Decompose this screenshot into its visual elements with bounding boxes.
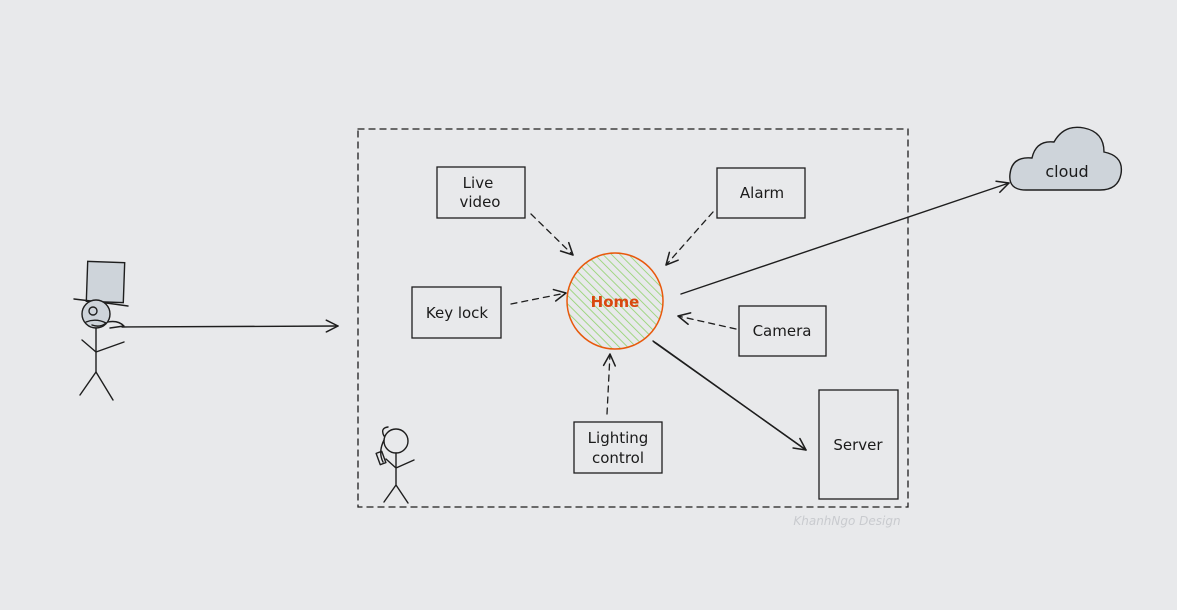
mustache-icon — [85, 319, 107, 327]
home-label: Home — [591, 293, 640, 311]
node-cloud[interactable]: cloud — [1009, 126, 1123, 191]
man-with-top-hat-figure — [73, 260, 129, 401]
top-hat-icon — [85, 260, 126, 304]
arrow-man-to-home — [121, 319, 339, 333]
camera-label: Camera — [753, 322, 812, 340]
arrow-lighting-to-home — [602, 353, 617, 415]
cloud-label: cloud — [1045, 162, 1088, 181]
watermark: KhanhNgo Design — [793, 514, 900, 528]
lighting-control-label-line2: control — [592, 449, 644, 467]
cloud-icon — [1009, 126, 1123, 191]
node-alarm[interactable]: Alarm — [716, 167, 806, 219]
alarm-label: Alarm — [740, 184, 784, 202]
girl-figure — [375, 426, 415, 504]
live-video-label-line1: Live — [463, 174, 494, 192]
node-home[interactable]: Home — [566, 252, 664, 350]
node-key-lock[interactable]: Key lock — [411, 286, 502, 339]
key-lock-label: Key lock — [426, 304, 489, 322]
phone-icon — [375, 450, 387, 466]
arrow-key-lock-to-home — [510, 288, 567, 305]
node-lighting-control[interactable]: Lighting control — [573, 421, 663, 474]
pipe-icon — [107, 320, 125, 329]
arrow-live-video-to-home — [530, 213, 574, 256]
home-boundary — [357, 128, 909, 508]
arrow-home-to-cloud — [680, 180, 1010, 295]
arrow-camera-to-home — [677, 312, 737, 330]
node-server[interactable]: Server — [818, 389, 899, 500]
monocle-icon — [88, 306, 98, 316]
arrow-home-to-server — [653, 341, 807, 451]
node-camera[interactable]: Camera — [738, 305, 827, 357]
lighting-control-label-line1: Lighting — [588, 429, 649, 447]
live-video-label-line2: video — [460, 193, 501, 211]
node-live-video[interactable]: Live video — [436, 166, 526, 219]
server-label: Server — [833, 436, 883, 454]
arrow-alarm-to-home — [665, 211, 714, 266]
